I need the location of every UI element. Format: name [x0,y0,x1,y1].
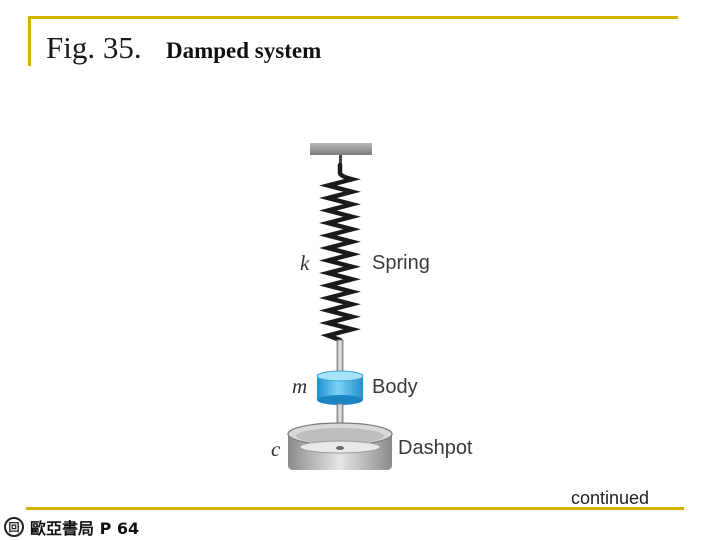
body-mass [316,370,364,405]
dashpot-cylinder [287,422,393,470]
spring-coil [319,162,361,343]
bottom-rule [26,507,684,510]
publisher-logo-icon: 回 [4,517,24,537]
publisher-footer: 回 歐亞書局 P 64 [4,516,139,538]
ceiling-support [310,143,372,155]
left-rule [28,16,31,66]
body-label: Body [372,376,418,398]
publisher-text: 歐亞書局 P 64 [30,519,140,538]
figure-caption: Damped system [166,38,322,63]
top-rule [28,16,678,19]
spring-label: Spring [372,252,430,274]
spring-symbol: k [300,251,310,275]
body-symbol: m [292,374,308,398]
continued-note: continued [571,488,650,508]
damped-system-diagram [287,143,393,470]
figure-number: Fig. 35. [46,30,142,65]
dashpot-symbol: c [271,437,281,461]
dashpot-label: Dashpot [398,437,473,459]
